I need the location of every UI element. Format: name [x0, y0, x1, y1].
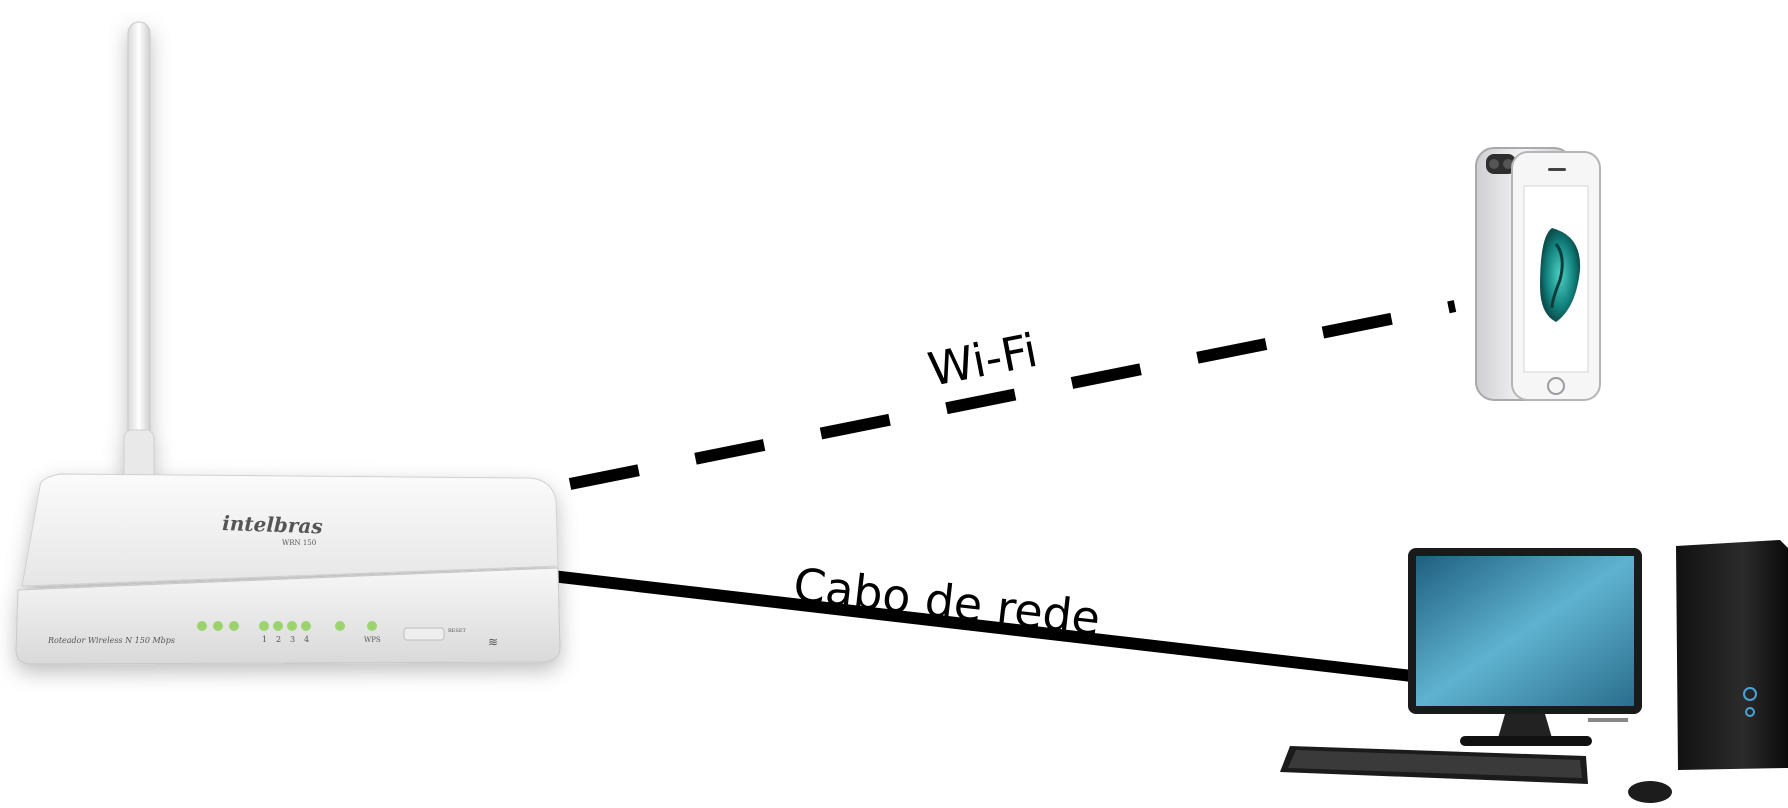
router-port-labels: 1 2 3 4: [262, 635, 309, 644]
cable-label: Cabo de rede: [791, 557, 1103, 646]
svg-text:1: 1: [262, 635, 267, 644]
router-wps-label: WPS: [364, 636, 381, 644]
svg-text:2: 2: [276, 635, 281, 644]
wifi-link: [568, 300, 1457, 490]
router-model: WRN 150: [282, 539, 316, 547]
router-reset-label: RESET: [448, 628, 466, 634]
router-front-text: Roteador Wireless N 150 Mbps: [47, 636, 175, 645]
router-antenna: [123, 21, 155, 501]
computer-tower: [1676, 540, 1788, 770]
cable-link: [551, 570, 1413, 682]
svg-text:3: 3: [290, 635, 295, 644]
keyboard: [1280, 746, 1588, 784]
wifi-label: Wi-Fi: [924, 323, 1042, 397]
router-logo-mark: ≋: [488, 635, 498, 649]
mouse: [1628, 781, 1672, 803]
router-brand: intelbras: [222, 511, 323, 538]
monitor: [1408, 548, 1642, 746]
desktop-computer-image: [1280, 540, 1788, 803]
smartphone-image: [1475, 147, 1601, 401]
router-image: intelbras WRN 150 Roteador Wireless N 15…: [15, 21, 561, 665]
svg-text:4: 4: [304, 635, 309, 644]
router-wps-button: [403, 627, 445, 641]
router-leds: [197, 621, 377, 631]
